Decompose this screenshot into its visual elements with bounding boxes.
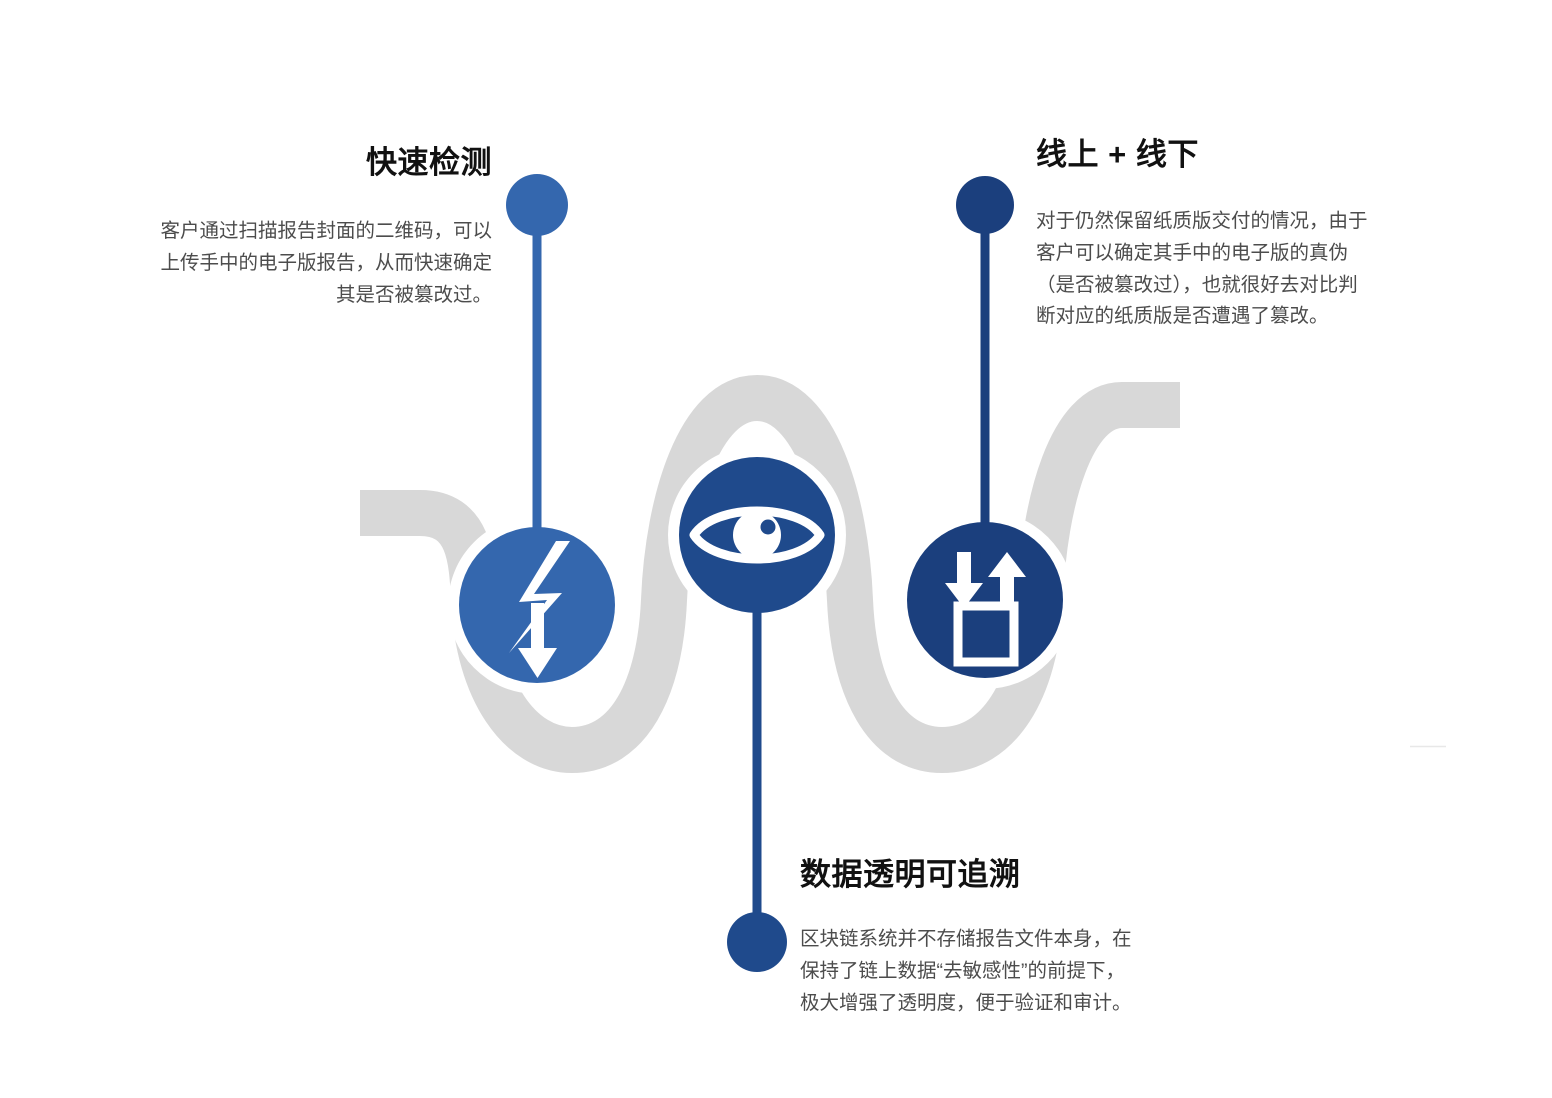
- section-data-transparency: 数据透明可追溯 区块链系统并不存储报告文件本身，在 保持了链上数据“去敏感性”的…: [800, 856, 1180, 1019]
- section-body-online-offline: 对于仍然保留纸质版交付的情况，由于 客户可以确定其手中的电子版的真伪 （是否被篡…: [1036, 206, 1416, 332]
- body-line: 极大增强了透明度，便于验证和审计。: [800, 991, 1132, 1014]
- section-fast-detection: 快速检测 客户通过扫描报告封面的二维码，可以 上传手中的电子版报告，从而快速确定…: [80, 144, 492, 311]
- body-line: 区块链系统并不存储报告文件本身，在: [800, 928, 1132, 951]
- section-title-fast-detection: 快速检测: [366, 145, 492, 180]
- marker-online-offline[interactable]: [907, 176, 1063, 678]
- body-line: 对于仍然保留纸质版交付的情况，由于: [1036, 210, 1368, 233]
- lightning-bolt-arrow-icon: [509, 541, 570, 678]
- section-online-offline: 线上 + 线下 对于仍然保留纸质版交付的情况，由于 客户可以确定其手中的电子版的…: [1036, 136, 1416, 333]
- body-line: 客户可以确定其手中的电子版的真伪: [1036, 242, 1349, 265]
- body-line: 保持了链上数据“去敏感性”的前提下，: [800, 960, 1125, 983]
- body-line: 客户通过扫描报告封面的二维码，可以: [160, 220, 492, 243]
- marker-data-transparency[interactable]: [679, 457, 835, 972]
- body-line: 其是否被篡改过。: [335, 283, 492, 306]
- body-line: （是否被篡改过），也就很好去对比判: [1036, 273, 1358, 296]
- section-body-fast-detection: 客户通过扫描报告封面的二维码，可以 上传手中的电子版报告，从而快速确定 其是否被…: [80, 216, 492, 311]
- section-title-online-offline: 线上 + 线下: [1036, 137, 1199, 172]
- marker-knob-left: [506, 174, 568, 236]
- upload-download-icon: [945, 552, 1026, 667]
- body-line: 上传手中的电子版报告，从而快速确定: [160, 252, 492, 275]
- marker-fast-detection[interactable]: [459, 174, 615, 683]
- marker-knob-right: [956, 176, 1014, 234]
- marker-disc-right: [907, 522, 1063, 678]
- section-title-data-transparency: 数据透明可追溯: [800, 857, 1021, 892]
- section-body-data-transparency: 区块链系统并不存储报告文件本身，在 保持了链上数据“去敏感性”的前提下， 极大增…: [800, 924, 1180, 1019]
- body-line: 断对应的纸质版是否遭遇了篡改。: [1036, 305, 1329, 328]
- marker-knob-center: [727, 912, 787, 972]
- eye-icon: [689, 506, 825, 564]
